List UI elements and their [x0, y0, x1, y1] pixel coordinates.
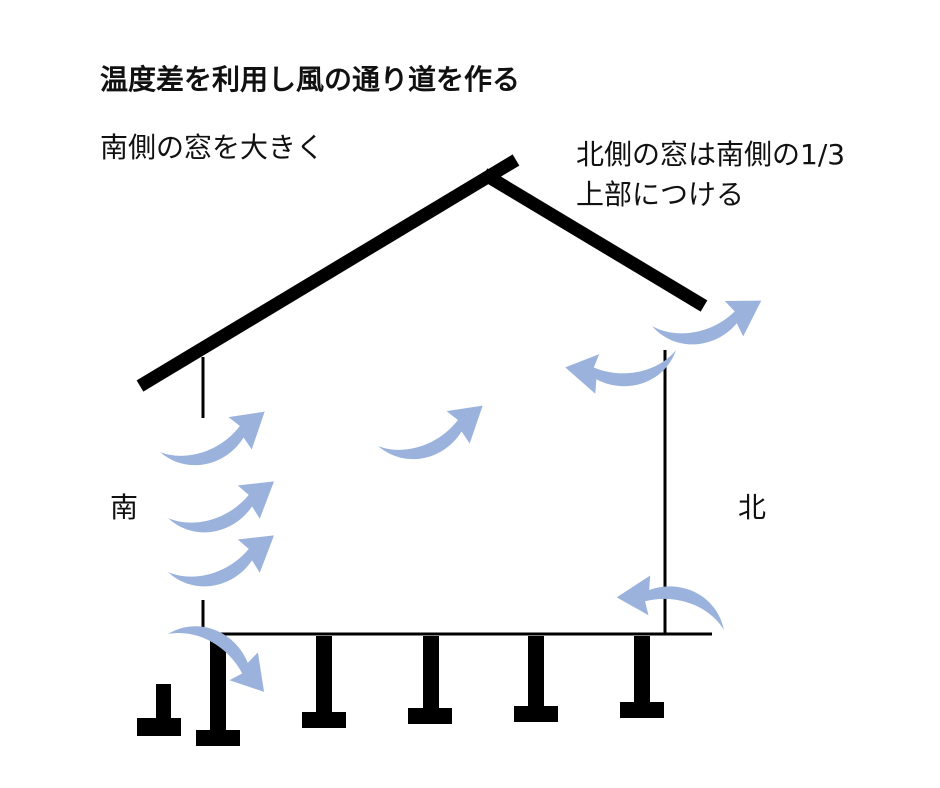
south-label: 南: [110, 491, 139, 524]
curved-arrow-icon: [164, 475, 283, 543]
south-window-note: 南側の窓を大きく: [100, 131, 325, 164]
roof-south-slope: [136, 154, 520, 392]
curved-arrow-icon: [156, 405, 275, 477]
step-footing: [137, 718, 181, 736]
north-window-note-line2: 上部につける: [576, 178, 745, 211]
foundation: [137, 636, 664, 746]
floor-post: [316, 636, 332, 716]
north-label: 北: [738, 491, 767, 524]
post-footing: [514, 706, 558, 722]
step-post: [156, 684, 171, 720]
north-window-note-line1: 北側の窓は南側の1/3: [576, 138, 846, 171]
airflow-arrows: [156, 294, 767, 698]
post-footing: [620, 702, 664, 718]
curved-arrow-icon: [164, 529, 283, 597]
post-footing: [408, 708, 452, 724]
floor-post: [423, 636, 439, 712]
floor-post: [210, 636, 226, 734]
diagram-title: 温度差を利用し風の通り道を作る: [100, 63, 521, 96]
post-footing: [196, 730, 240, 746]
curved-arrow-icon: [649, 294, 767, 352]
post-footing: [302, 712, 346, 728]
floor-post: [634, 636, 650, 706]
curved-arrow-icon: [374, 399, 493, 471]
roof: [136, 154, 708, 392]
floor-post: [528, 636, 544, 710]
curved-arrow-icon: [614, 567, 733, 642]
roof-north-slope: [480, 168, 708, 312]
